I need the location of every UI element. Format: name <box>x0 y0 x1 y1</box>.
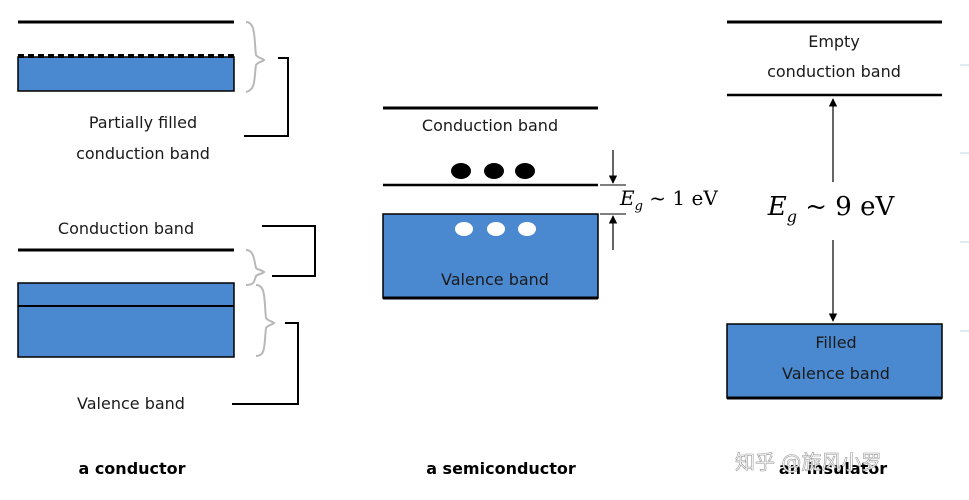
conductor-partial-label-line2: conduction band <box>76 144 210 163</box>
insulator-filled-label-line1: Filled <box>815 333 856 352</box>
conductor-caption: a conductor <box>78 459 185 478</box>
conductor-partial-label-line1: Partially filled <box>89 113 197 132</box>
insulator-valence-band <box>726 323 943 399</box>
electron <box>451 163 471 179</box>
electron <box>515 163 535 179</box>
insulator-empty-label-line2: conduction band <box>767 62 901 81</box>
hole <box>518 222 536 236</box>
hole <box>487 222 505 236</box>
semiconductor-valence-label: Valence band <box>441 270 549 289</box>
conductor-valence-label: Valence band <box>77 394 185 413</box>
semiconductor-caption: a semiconductor <box>426 459 576 478</box>
conductor-upper-brace <box>245 249 266 286</box>
conductor-top-brace <box>245 21 266 93</box>
conductor-valence-bracket <box>232 322 299 405</box>
conductor-partial-fill <box>17 56 235 92</box>
semiconductor-gap-label: Eg ~ 1 eV <box>619 186 718 214</box>
insulator-gap-label: Eg ~ 9 eV <box>767 192 896 226</box>
insulator-empty-label-line1: Empty <box>808 32 860 51</box>
electron <box>484 163 504 179</box>
semiconductor-electrons <box>451 163 535 179</box>
right-edge-marks <box>960 64 969 332</box>
hole <box>455 222 473 236</box>
insulator-filled-label-line2: Valence band <box>782 364 890 383</box>
conductor-partial-label-bracket <box>244 57 289 137</box>
semiconductor-conduction-label: Conduction band <box>422 116 558 135</box>
semiconductor-holes <box>455 222 536 236</box>
semiconductor-diagram: Conduction band Valence band Eg ~ 1 eV a… <box>382 106 718 478</box>
insulator-caption: an insulator <box>779 459 887 478</box>
conductor-valence-band <box>17 282 235 358</box>
watermark: 知乎 @旋风小罗 <box>735 450 881 474</box>
conductor-conduction-bracket <box>262 225 316 277</box>
insulator-diagram: Empty conduction band Eg ~ 9 eV Filled V… <box>726 20 943 478</box>
conductor-diagram: Partially filled conduction band Conduct… <box>17 20 316 478</box>
conductor-conduction-label: Conduction band <box>58 219 194 238</box>
conductor-lower-brace <box>255 284 276 357</box>
